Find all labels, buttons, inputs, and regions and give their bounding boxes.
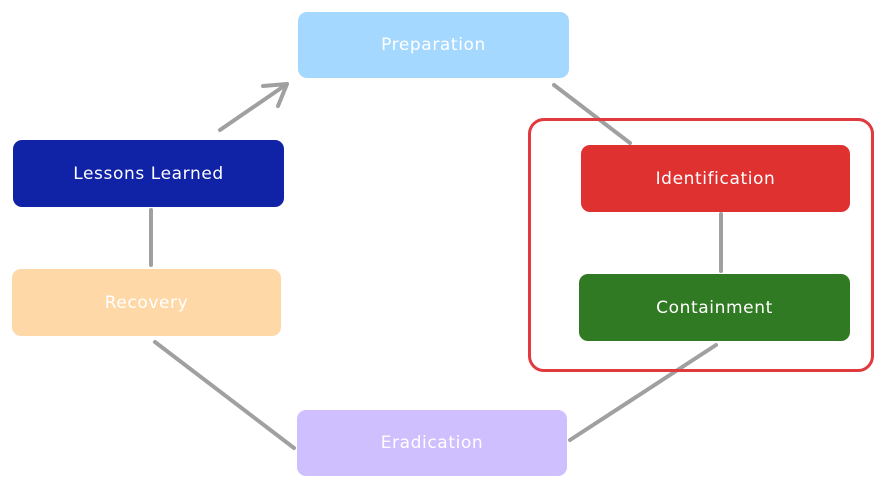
- node-label-recovery: Recovery: [104, 292, 189, 313]
- node-lessons-learned[interactable]: Lessons Learned: [13, 140, 284, 207]
- node-containment[interactable]: Containment: [579, 274, 850, 341]
- edge-eradication-recovery: [153, 340, 296, 450]
- group-frame-identification-containment: [528, 118, 874, 372]
- edge-lessons-preparation: [218, 82, 289, 132]
- node-label-lessons-learned: Lessons Learned: [73, 163, 224, 184]
- node-eradication[interactable]: Eradication: [297, 410, 567, 476]
- edge-preparation-identification: [552, 83, 632, 145]
- arrowhead-icon: [261, 82, 289, 108]
- node-recovery[interactable]: Recovery: [12, 269, 281, 336]
- node-label-eradication: Eradication: [380, 433, 484, 453]
- node-preparation[interactable]: Preparation: [298, 12, 569, 78]
- node-label-preparation: Preparation: [381, 35, 486, 55]
- node-identification[interactable]: Identification: [581, 145, 850, 212]
- node-label-identification: Identification: [655, 168, 776, 189]
- node-label-containment: Containment: [656, 297, 773, 318]
- edge-containment-eradication: [568, 343, 718, 442]
